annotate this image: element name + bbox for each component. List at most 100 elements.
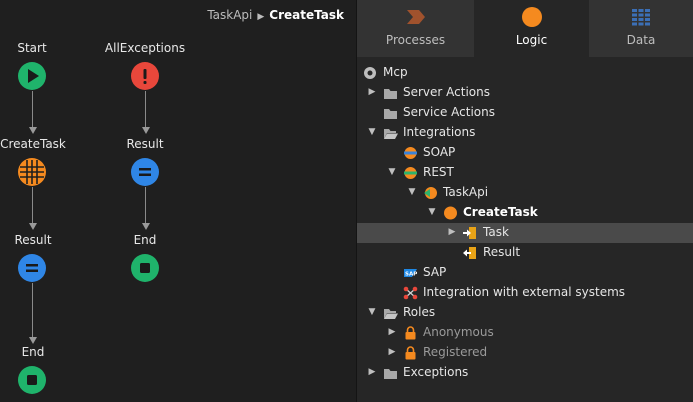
connector-arrow-icon: [28, 127, 37, 134]
process-chevron-icon: [406, 10, 425, 24]
breadcrumb-parent[interactable]: TaskApi: [207, 8, 253, 22]
tree-item-label: TaskApi: [443, 185, 489, 199]
exception-result-label: Result: [126, 137, 164, 151]
connector: [145, 187, 146, 223]
connector-arrow-icon: [28, 337, 37, 344]
tree-item-soap[interactable]: SOAP: [357, 143, 693, 163]
folder-icon: [384, 109, 397, 119]
tree-item-sap[interactable]: SAP SAP: [357, 263, 693, 283]
stop-icon: [140, 263, 150, 273]
data-grid-icon: [632, 9, 650, 26]
tree-item-label: Service Actions: [403, 105, 495, 119]
tree-item-label: Registered: [423, 345, 488, 359]
exclamation-icon: [143, 69, 147, 84]
output-parameter-icon: [463, 247, 476, 259]
tree-item-label: Task: [483, 225, 509, 239]
collapse-caret-icon[interactable]: ▼: [368, 127, 376, 137]
folder-icon: [384, 369, 397, 379]
tree-item-label: Anonymous: [423, 325, 494, 339]
tree-item-taskapi[interactable]: ▼ TaskApi: [357, 183, 693, 203]
tree-item-label: REST: [423, 165, 454, 179]
tree-item-label: SOAP: [423, 145, 456, 159]
tree-item-integration-external[interactable]: Integration with external systems: [357, 283, 693, 303]
connector-arrow-icon: [141, 223, 150, 230]
start-node[interactable]: [18, 62, 46, 90]
expand-caret-icon[interactable]: ▶: [368, 87, 376, 97]
exception-result-node[interactable]: [131, 158, 159, 186]
rest-api-icon: [424, 187, 437, 199]
tree-item-label: Server Actions: [403, 85, 490, 99]
end-label: End: [21, 345, 45, 359]
connector-arrow-icon: [28, 223, 37, 230]
collapse-caret-icon[interactable]: ▼: [388, 167, 396, 177]
panel-tabs: Processes Logic Data: [357, 0, 693, 57]
breadcrumb: TaskApi ▶ CreateTask: [207, 8, 344, 22]
allexceptions-label: AllExceptions: [104, 41, 186, 55]
tree-item-label: Mcp: [383, 65, 408, 79]
createtask-label: CreateTask: [0, 137, 66, 151]
connector: [32, 91, 33, 127]
lock-icon: [405, 346, 416, 360]
soap-icon: [404, 147, 417, 159]
tree-item-label: Roles: [403, 305, 436, 319]
lock-icon: [405, 326, 416, 340]
tree-item-label: SAP: [423, 265, 447, 279]
tree-item-label: Integration with external systems: [423, 285, 626, 299]
tree-item-rest[interactable]: ▼ REST: [357, 163, 693, 183]
expand-caret-icon[interactable]: ▶: [388, 347, 396, 357]
tree-item-registered[interactable]: ▶ Registered: [357, 343, 693, 363]
end-node[interactable]: [18, 366, 46, 394]
result-label: Result: [14, 233, 52, 247]
logic-circle-icon: [521, 7, 542, 27]
connector: [145, 91, 146, 127]
tree-item-mcp[interactable]: Mcp: [357, 63, 693, 83]
collapse-caret-icon[interactable]: ▼: [428, 207, 436, 217]
result-node[interactable]: [18, 254, 46, 282]
exception-end-label: End: [133, 233, 157, 247]
panel-divider[interactable]: [356, 0, 357, 402]
tree-item-result[interactable]: Result: [357, 243, 693, 263]
input-parameter-icon: [463, 227, 476, 239]
integration-icon: [403, 286, 418, 300]
breadcrumb-separator-icon: ▶: [257, 12, 265, 22]
connector: [32, 187, 33, 223]
tree-item-createtask[interactable]: ▼ CreateTask: [357, 203, 693, 223]
tree-item-integrations[interactable]: ▼ Integrations: [357, 123, 693, 143]
tree-item-anonymous[interactable]: ▶ Anonymous: [357, 323, 693, 343]
createtask-node[interactable]: [18, 158, 46, 186]
tab-data[interactable]: Data: [589, 0, 693, 57]
tab-processes-label: Processes: [385, 33, 446, 47]
tree-item-label: Integrations: [403, 125, 476, 139]
breadcrumb-current: CreateTask: [269, 8, 344, 22]
collapse-caret-icon[interactable]: ▼: [408, 187, 416, 197]
tree-item-label: Exceptions: [403, 365, 469, 379]
tree-item-roles[interactable]: ▼ Roles: [357, 303, 693, 323]
tab-logic-label: Logic: [515, 33, 548, 47]
play-icon: [28, 69, 39, 83]
equals-icon: [26, 264, 38, 272]
tab-logic[interactable]: Logic: [474, 0, 589, 57]
tree-item-server-actions[interactable]: ▶ Server Actions: [357, 83, 693, 103]
start-label: Start: [17, 41, 47, 55]
flow-canvas[interactable]: TaskApi ▶ CreateTask Start CreateTask Resu…: [0, 0, 356, 402]
folder-open-icon: [384, 309, 398, 319]
module-icon: [364, 67, 376, 79]
collapse-caret-icon[interactable]: ▼: [368, 307, 376, 317]
tree-item-label: CreateTask: [463, 205, 538, 219]
elements-panel: Processes Logic Data Mcp ▶: [357, 0, 693, 402]
tree-item-task[interactable]: ▶ Task: [357, 223, 693, 243]
exception-handler-node[interactable]: [131, 62, 159, 90]
expand-caret-icon[interactable]: ▶: [388, 327, 396, 337]
tab-data-label: Data: [626, 33, 656, 47]
tree-item-exceptions[interactable]: ▶ Exceptions: [357, 363, 693, 383]
connector-arrow-icon: [141, 127, 150, 134]
exception-end-node[interactable]: [131, 254, 159, 282]
tab-processes[interactable]: Processes: [357, 0, 474, 57]
equals-icon: [139, 168, 151, 176]
sap-icon: SAP: [404, 269, 417, 278]
tree-item-service-actions[interactable]: Service Actions: [357, 103, 693, 123]
folder-open-icon: [384, 129, 398, 139]
stop-icon: [27, 375, 37, 385]
expand-caret-icon[interactable]: ▶: [448, 227, 456, 237]
expand-caret-icon[interactable]: ▶: [368, 367, 376, 377]
